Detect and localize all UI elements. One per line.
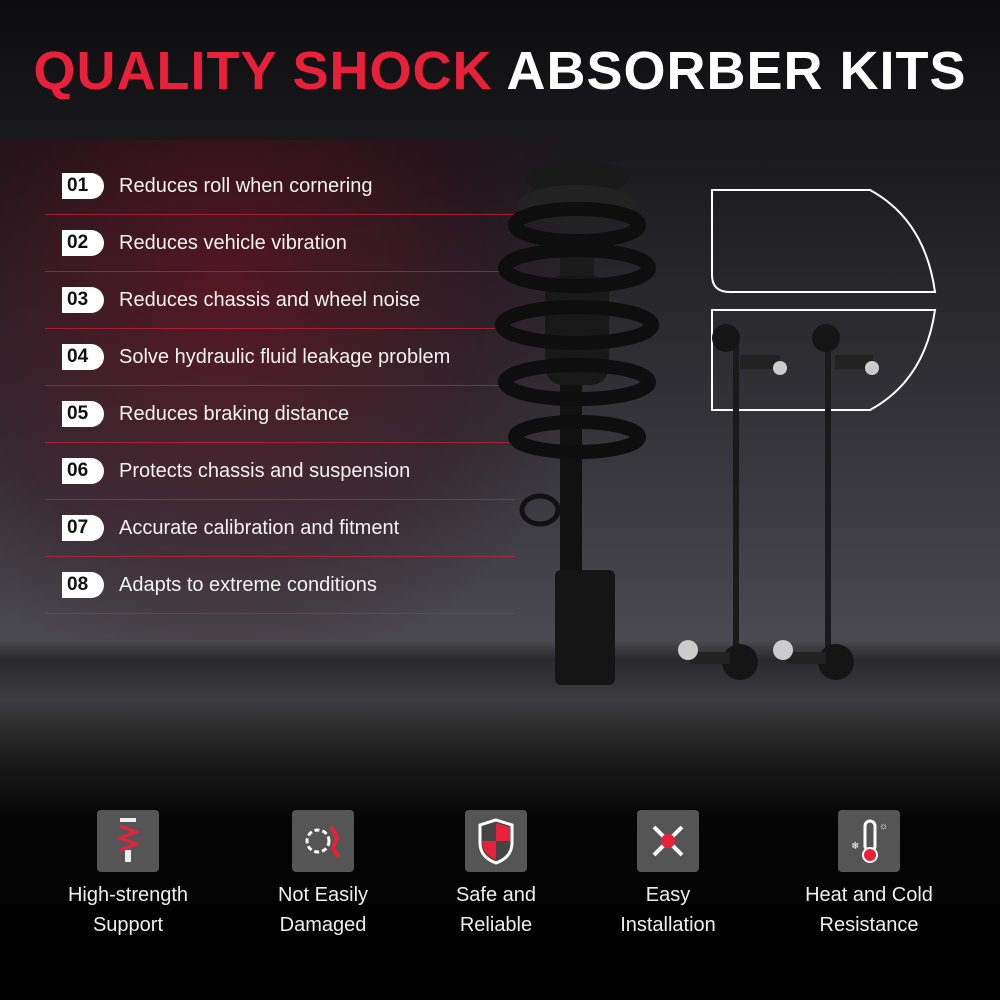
spring-icon: [97, 810, 159, 872]
thermometer-icon: ❄☼: [838, 810, 900, 872]
frame-outline: [711, 189, 937, 411]
feature-row: 08 Adapts to extreme conditions: [45, 557, 515, 614]
number-badge: 07: [62, 515, 104, 541]
highlight-label-line1: Easy: [645, 884, 691, 906]
feature-text: Reduces chassis and wheel noise: [119, 289, 421, 311]
feature-row: 01 Reduces roll when cornering: [45, 158, 515, 215]
svg-text:☼: ☼: [879, 821, 888, 832]
feature-row: 04 Solve hydraulic fluid leakage problem: [45, 329, 515, 386]
strut-assembly: [495, 160, 659, 685]
highlight-label-line2: Installation: [620, 914, 716, 936]
highlight-label-line2: Reliable: [459, 914, 533, 936]
feature-row: 07 Accurate calibration and fitment: [45, 500, 515, 557]
highlight-label-line1: Not Easily: [277, 884, 369, 906]
feature-text: Solve hydraulic fluid leakage problem: [119, 346, 451, 368]
feature-row: 03 Reduces chassis and wheel noise: [45, 272, 515, 329]
page-title: QUALITY SHOCK ABSORBER KITS: [33, 41, 967, 101]
number-badge: 04: [62, 344, 104, 370]
feature-row: 06 Protects chassis and suspension: [45, 443, 515, 500]
sway-bar-links: [678, 324, 879, 680]
number-badge: 01: [62, 173, 104, 199]
number-badge: 08: [62, 572, 104, 598]
highlight-label-line1: Heat and Cold: [805, 884, 933, 906]
feature-row: 05 Reduces braking distance: [45, 386, 515, 443]
highlight-label-line1: Safe and: [455, 884, 537, 906]
shield-icon: [465, 810, 527, 872]
svg-text:❄: ❄: [851, 841, 859, 852]
highlight-label-line2: Damaged: [279, 914, 367, 936]
feature-row: 02 Reduces vehicle vibration: [45, 215, 515, 272]
highlight-label-line1: High-strength: [67, 884, 189, 906]
feature-text: Protects chassis and suspension: [119, 460, 411, 482]
tools-icon: [637, 810, 699, 872]
feature-text: Reduces braking distance: [119, 403, 350, 425]
feature-text: Reduces roll when cornering: [119, 175, 373, 197]
number-badge: 03: [62, 287, 104, 313]
feature-text: Reduces vehicle vibration: [119, 232, 347, 254]
feature-text: Accurate calibration and fitment: [119, 517, 400, 539]
highlight-label-line2: Resistance: [819, 914, 919, 936]
number-badge: 05: [62, 401, 104, 427]
gear-icon: [292, 810, 354, 872]
highlight-label-line2: Support: [92, 914, 164, 936]
feature-text: Adapts to extreme conditions: [119, 574, 377, 596]
number-badge: 06: [62, 458, 104, 484]
number-badge: 02: [62, 230, 104, 256]
